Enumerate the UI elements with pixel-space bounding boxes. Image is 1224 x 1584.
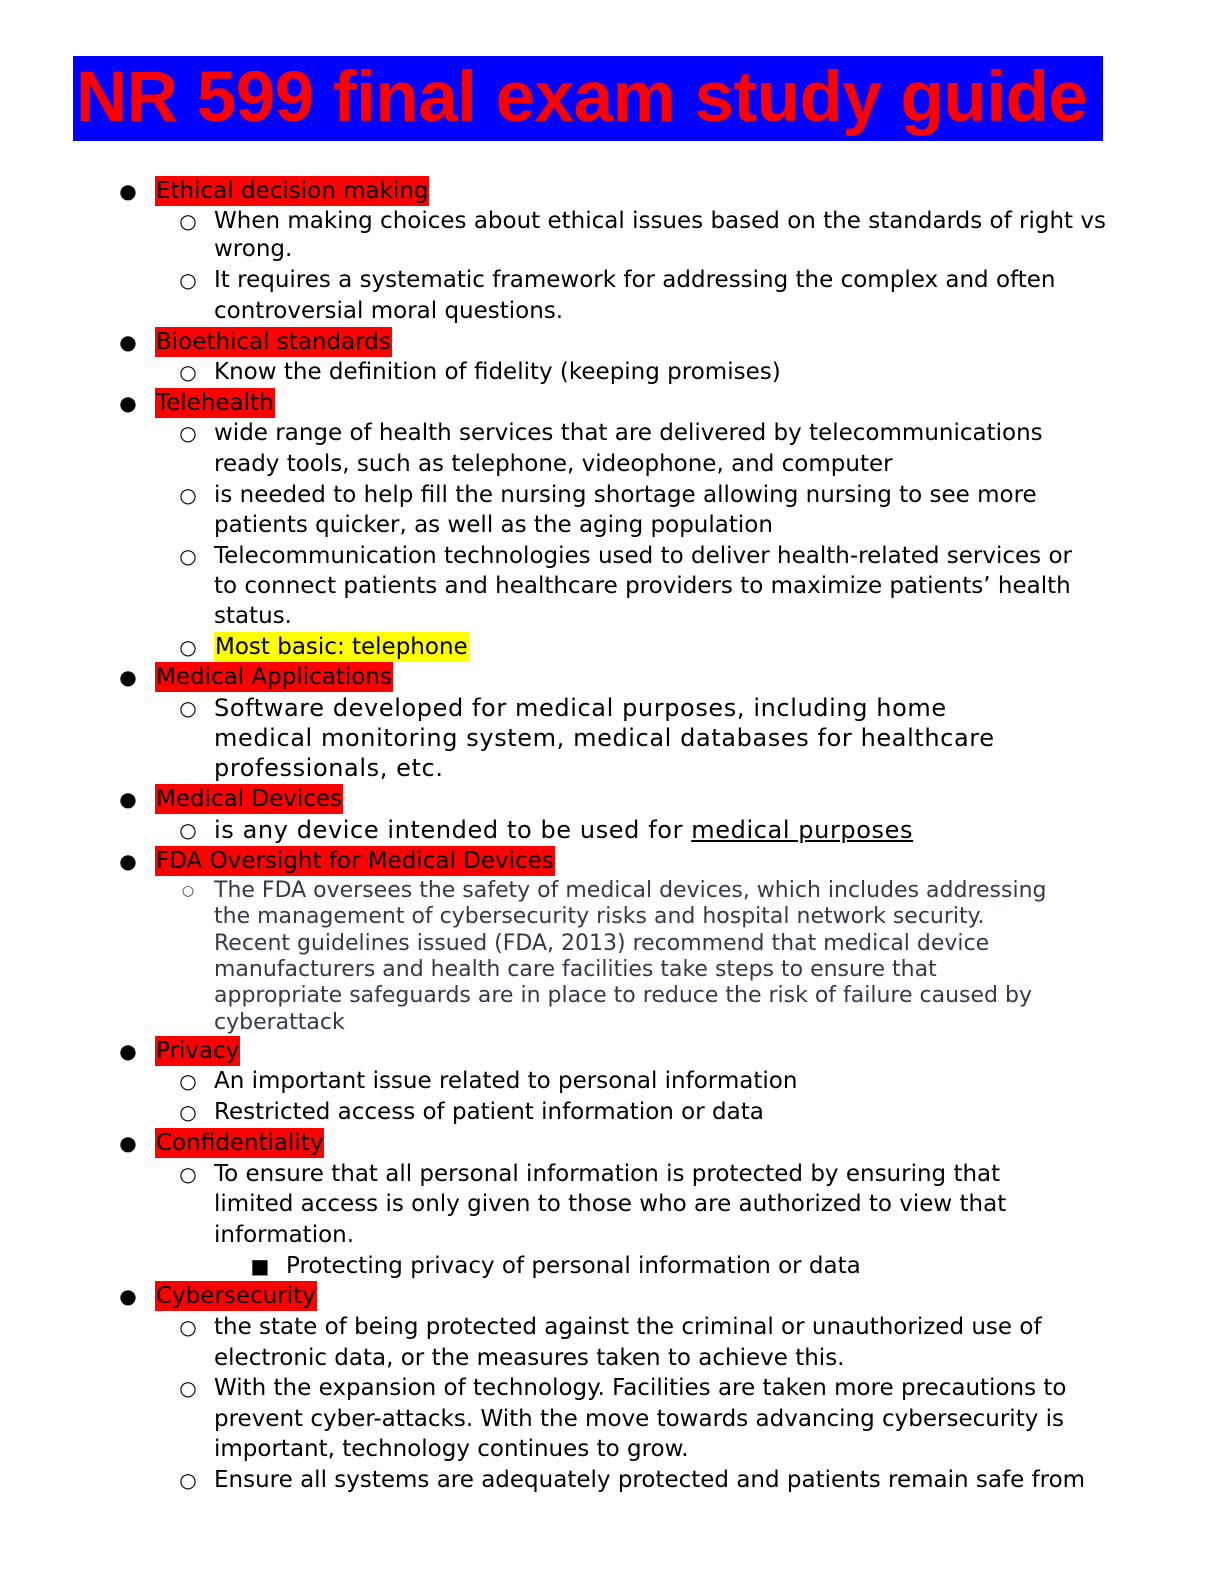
section-heading-bioethical: Bioethical standards [155,327,392,357]
list-item-text: To ensure that all personal information … [214,1161,1001,1187]
list-item-text: wide range of health services that are d… [214,420,1043,446]
list-item-prefix: is any device intended to be used for [214,816,692,844]
list-item-text: professionals, etc. [214,754,444,782]
filled-bullet-icon: ● [119,330,137,354]
section-heading-fda: FDA Oversight for Medical Devices [155,846,555,876]
list-item-text: status. [214,603,292,629]
hollow-bullet-icon: ○ [179,696,197,720]
hollow-bullet-icon: ○ [179,544,197,568]
document-title: NR 599 final exam study guide [76,58,1088,137]
hollow-bullet-icon: ○ [179,1162,197,1186]
hollow-bullet-icon: ○ [179,1315,197,1339]
list-item-text: is needed to help fill the nursing short… [214,482,1037,508]
section-heading-medical-apps: Medical Applications [155,662,393,692]
hollow-bullet-icon: ○ [179,209,197,233]
hollow-bullet-icon: ○ [179,818,197,842]
list-item-text: the state of being protected against the… [214,1314,1042,1340]
section-heading-cybersecurity: Cybersecurity [155,1281,317,1311]
list-item-text: manufacturers and health care facilities… [214,957,937,982]
list-item-text: appropriate safeguards are in place to r… [214,983,1032,1008]
small-hollow-bullet-icon: ○ [181,883,195,899]
list-item-text: Ensure all systems are adequately protec… [214,1467,1086,1493]
list-item-text: medical monitoring system, medical datab… [214,724,995,752]
section-heading-confidentiality: Confidentiality [155,1128,325,1158]
hollow-bullet-icon: ○ [179,1468,197,1492]
hollow-bullet-icon: ○ [179,1100,197,1124]
list-item-text: The FDA oversees the safety of medical d… [214,878,1047,903]
section-heading-medical-devices: Medical Devices [155,784,344,814]
list-item-text: to connect patients and healthcare provi… [214,573,1071,599]
list-item-text: ready tools, such as telephone, videopho… [214,451,893,477]
list-item-text: patients quicker, as well as the aging p… [214,512,773,538]
filled-bullet-icon: ● [119,665,137,689]
list-item-text: With the expansion of technology. Facili… [214,1375,1067,1401]
list-item-text: Recent guidelines issued (FDA, 2013) rec… [214,931,990,956]
list-item-text: Telecommunication technologies used to d… [214,543,1073,569]
title-banner [73,56,1103,141]
list-item-text: important, technology continues to grow. [214,1436,689,1462]
list-item-text: cyberattack [214,1010,345,1035]
filled-bullet-icon: ● [119,787,137,811]
section-heading-telehealth: Telehealth [155,388,275,418]
hollow-bullet-icon: ○ [179,268,197,292]
list-item-text: When making choices about ethical issues… [214,208,1106,234]
list-item-text: Know the definition of fidelity (keeping… [214,359,781,385]
filled-bullet-icon: ● [119,1131,137,1155]
section-heading-ethical: Ethical decision making [155,176,430,206]
square-bullet-icon: ■ [250,1254,270,1278]
list-item-text: Software developed for medical purposes,… [214,694,947,722]
list-item-text: the management of cybersecurity risks an… [214,904,985,929]
hollow-bullet-icon: ○ [179,421,197,445]
medical-purposes-underlined: medical purposes [691,816,914,844]
list-item-text: An important issue related to personal i… [214,1068,798,1094]
filled-bullet-icon: ● [119,1039,137,1063]
section-heading-privacy: Privacy [155,1036,241,1066]
filled-bullet-icon: ● [119,391,137,415]
filled-bullet-icon: ● [119,849,137,873]
list-item-text: prevent cyber-attacks. With the move tow… [214,1406,1065,1432]
list-item-text: It requires a systematic framework for a… [214,267,1056,293]
list-item-text: information. [214,1222,355,1248]
filled-bullet-icon: ● [119,1284,137,1308]
list-item-text: wrong. [214,236,293,262]
hollow-bullet-icon: ○ [179,1376,197,1400]
hollow-bullet-icon: ○ [179,1069,197,1093]
hollow-bullet-icon: ○ [179,483,197,507]
list-item-text: limited access is only given to those wh… [214,1191,1007,1217]
filled-bullet-icon: ● [119,179,137,203]
sub-list-item-text: Protecting privacy of personal informati… [286,1253,861,1279]
list-item-text: controversial moral questions. [214,298,564,324]
hollow-bullet-icon: ○ [179,635,197,659]
list-item-text: electronic data, or the measures taken t… [214,1345,845,1371]
list-item-text: Restricted access of patient information… [214,1099,764,1125]
hollow-bullet-icon: ○ [179,360,197,384]
list-item-text: is any device intended to be used for me… [214,815,913,845]
highlighted-list-item-text: Most basic: telephone [214,632,469,662]
